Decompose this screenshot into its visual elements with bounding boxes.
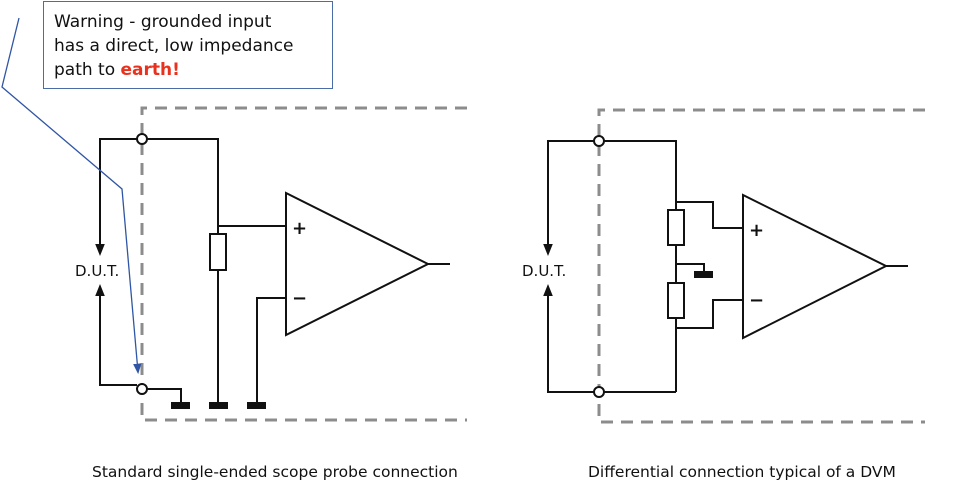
warning-highlight: earth! [120,60,180,80]
right-ground-symbol [694,271,713,278]
right-caption: Differential connection typical of a DVM [588,463,896,481]
left-top-terminal [136,133,148,145]
right-minus-sign: − [749,290,764,311]
warning-line-3-prefix: path to [54,60,121,80]
right-wiring [543,140,908,393]
left-ground-symbol-2 [209,402,228,409]
left-bottom-terminal [136,383,148,395]
right-enclosure [597,108,925,424]
right-top-terminal [593,135,605,147]
right-resistor-lower [667,282,685,319]
warning-callout: Warning - grounded input has a direct, l… [43,1,333,89]
left-plus-sign: + [292,218,307,239]
left-wiring [95,138,450,404]
right-resistor-upper [667,209,685,246]
right-plus-sign: + [749,220,764,241]
left-minus-sign: − [292,288,307,309]
left-caption: Standard single-ended scope probe connec… [92,463,458,481]
left-enclosure [140,106,467,422]
warning-line-1: Warning - grounded input [54,12,272,32]
right-bottom-terminal [593,386,605,398]
left-ground-symbol-1 [171,402,190,409]
warning-line-2: has a direct, low impedance [54,36,294,56]
left-ground-symbol-3 [247,402,266,409]
warning-line-3: path to earth! [54,58,332,82]
left-dut-label: D.U.T. [75,262,120,280]
left-resistor [209,233,227,271]
callout-arrow [1,17,142,375]
right-dut-label: D.U.T. [522,262,567,280]
